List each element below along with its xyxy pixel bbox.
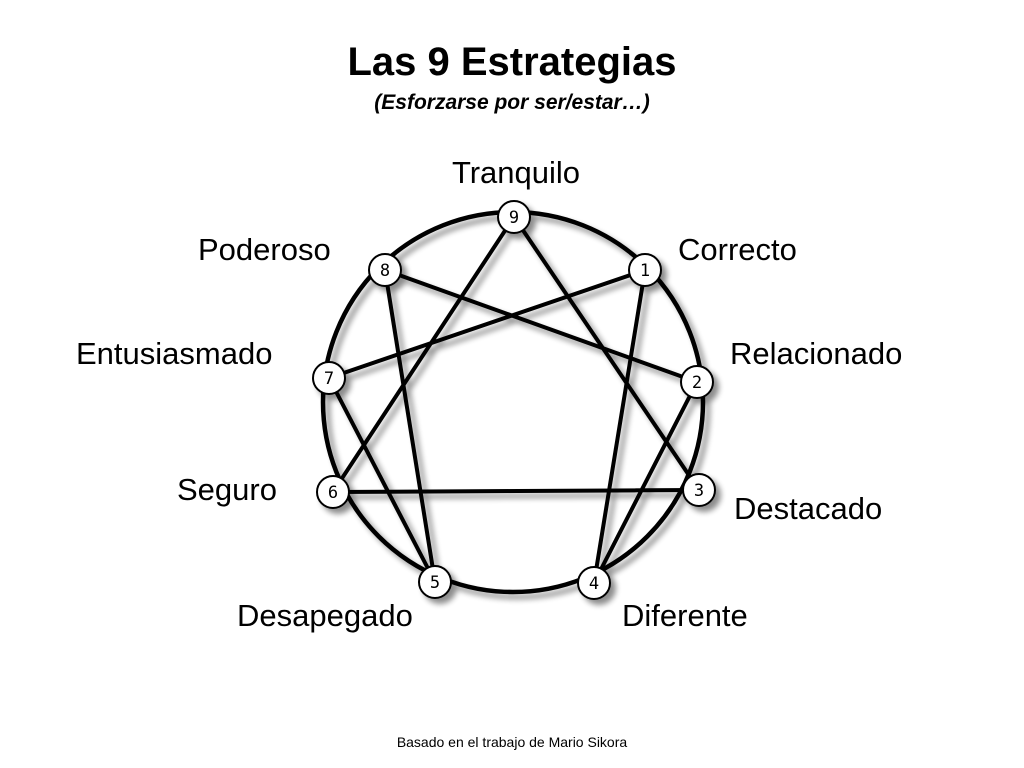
credit-text: Basado en el trabajo de Mario Sikora	[396, 734, 628, 750]
connection-7-1	[328, 268, 646, 380]
connection-5-7	[327, 377, 437, 583]
connection-9-3	[512, 215, 701, 492]
connection-6-9	[331, 215, 516, 494]
connection-1-4	[592, 269, 647, 584]
node-number: 1	[640, 261, 650, 281]
node-9: 9	[497, 200, 531, 234]
node-circle	[316, 475, 350, 509]
page-subtitle: (Esforzarse por ser/estar…)	[374, 91, 650, 114]
strategy-label-5: Desapegado	[237, 598, 413, 633]
strategy-label-4: Diferente	[622, 598, 748, 633]
node-number: 5	[430, 573, 440, 593]
node-circle	[312, 361, 346, 395]
connection-8-5	[383, 269, 437, 583]
strategy-label-2: Relacionado	[730, 336, 902, 371]
node-6: 6	[316, 475, 350, 509]
node-circle	[680, 365, 714, 399]
node-number: 3	[694, 481, 704, 501]
node-number: 2	[692, 373, 702, 393]
node-7: 7	[312, 361, 346, 395]
connection-3-6	[332, 488, 700, 494]
node-4: 4	[577, 566, 611, 600]
connection-4-2	[592, 381, 699, 584]
strategy-label-1: Correcto	[678, 232, 797, 267]
node-8: 8	[368, 253, 402, 287]
node-1: 1	[628, 253, 662, 287]
strategy-label-6: Seguro	[177, 472, 277, 507]
node-number: 6	[328, 483, 338, 503]
strategy-label-9: Tranquilo	[452, 155, 580, 190]
connection-2-8	[384, 268, 698, 384]
node-circle	[418, 565, 452, 599]
node-circle	[577, 566, 611, 600]
node-circle	[628, 253, 662, 287]
strategy-label-3: Destacado	[734, 491, 882, 526]
page-title: Las 9 Estrategias	[347, 40, 677, 84]
node-circle	[682, 473, 716, 507]
node-circle	[497, 200, 531, 234]
node-2: 2	[680, 365, 714, 399]
node-number: 8	[380, 261, 390, 281]
node-number: 4	[589, 574, 599, 594]
node-5: 5	[418, 565, 452, 599]
strategy-label-8: Poderoso	[198, 232, 331, 267]
node-number: 7	[324, 369, 334, 389]
node-number: 9	[509, 208, 519, 228]
node-circle	[368, 253, 402, 287]
strategy-label-7: Entusiasmado	[76, 336, 272, 371]
node-3: 3	[682, 473, 716, 507]
